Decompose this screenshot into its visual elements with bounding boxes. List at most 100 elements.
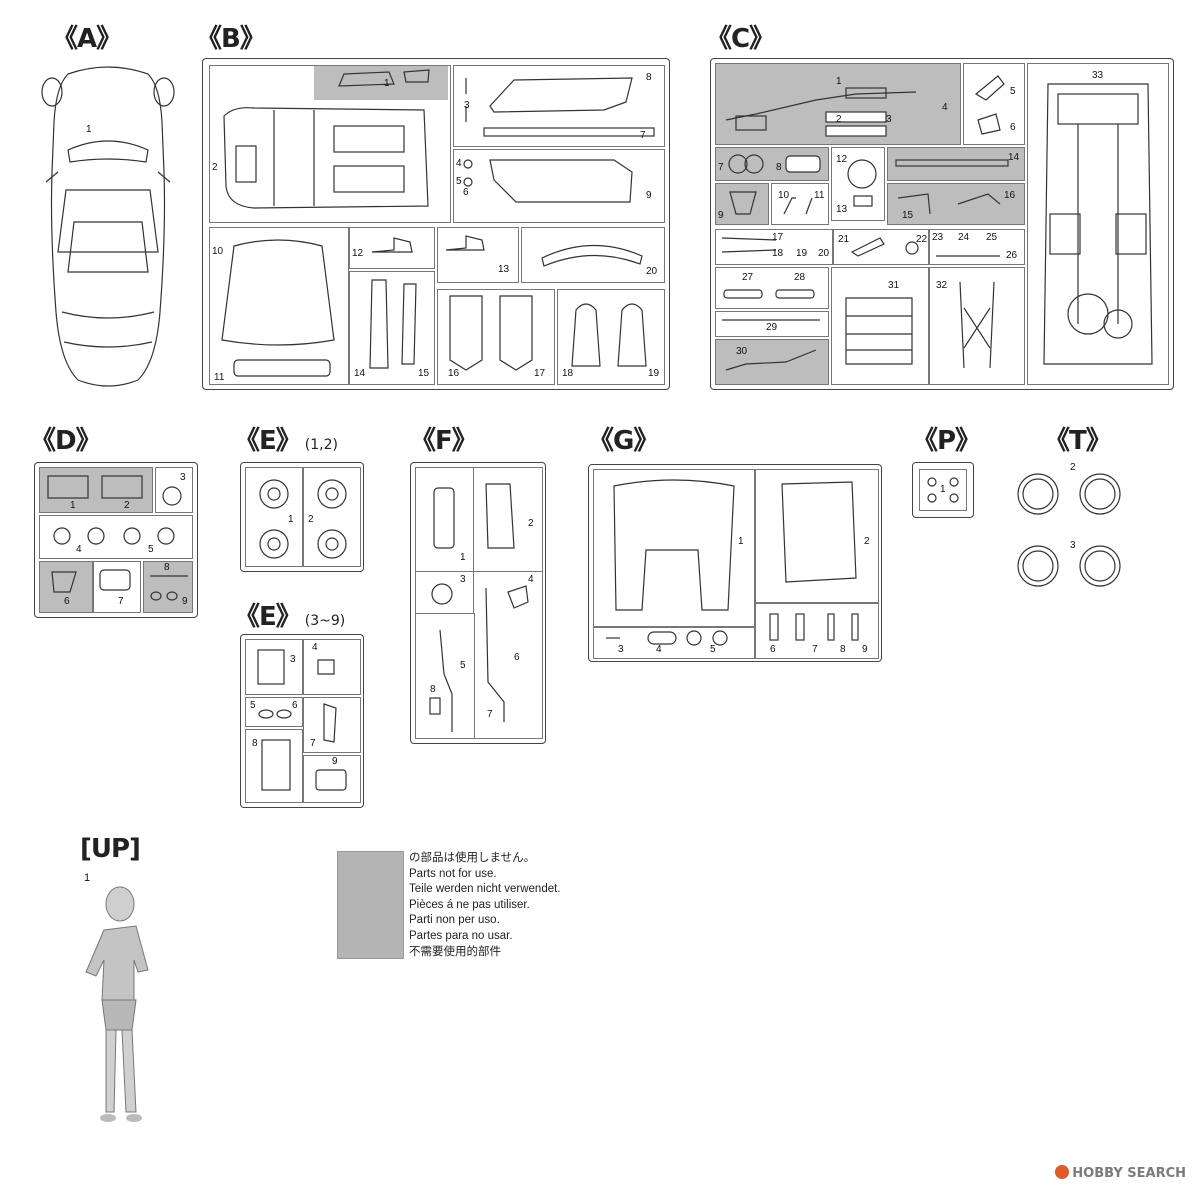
- e2-cell-5-6: 5 6: [245, 697, 303, 727]
- b-interior-tub-drawing: [223, 69, 430, 209]
- part-c11-label: 11: [814, 190, 825, 201]
- part-d1-label: 1: [70, 500, 76, 511]
- part-c1-label: 1: [836, 76, 842, 87]
- e2-cell-8: 8: [245, 729, 303, 803]
- part-f5-label: 5: [460, 660, 466, 671]
- part-d4-label: 4: [76, 544, 82, 555]
- part-c23-label: 23: [932, 232, 944, 243]
- c-part17-20-drawing: [721, 237, 777, 253]
- part-c20-label: 20: [818, 248, 830, 259]
- b-seat-backs-drawing: [571, 303, 647, 367]
- g-cell-1: 1: [593, 469, 755, 627]
- part-c30-label: 30: [736, 346, 748, 357]
- g-cell-2: 2: [755, 469, 879, 603]
- part-f6-label: 6: [514, 652, 520, 663]
- e-part3-drawing: [257, 649, 285, 685]
- legend-line-it: Parti non per uso.: [409, 914, 500, 927]
- sprue-p-frame: 1: [912, 462, 974, 518]
- c-cell-27-28: 27 28: [715, 267, 829, 309]
- part-a1-label: 1: [86, 124, 92, 135]
- g-rear-window-drawing: [781, 481, 857, 583]
- c-cell-17-20: 17 18 19 20: [715, 229, 833, 265]
- f-cell-3: 3: [415, 571, 475, 615]
- part-c15-label: 15: [902, 210, 914, 221]
- c-cell-10-11: 10 11: [771, 183, 829, 225]
- sprue-e1-label: 《E》: [234, 426, 302, 456]
- c-cell-31: 31: [831, 267, 929, 385]
- part-b8-label: 8: [646, 72, 652, 83]
- d-part1-2-unused: 1 2: [39, 467, 153, 513]
- unused-parts-swatch: [337, 851, 404, 959]
- part-e1-label: 1: [288, 514, 294, 525]
- part-c10-label: 10: [778, 190, 790, 201]
- f-cell-4-6: 4 6: [473, 571, 543, 739]
- legend-line-zh: 不需要使用的部件: [409, 945, 501, 958]
- part-d7-label: 7: [118, 596, 124, 607]
- part-f2-label: 2: [528, 518, 534, 529]
- sprue-e2-header: 《E》(3~9): [234, 596, 345, 633]
- c-cell-23-26: 23 24 25 26: [929, 229, 1025, 265]
- part-c21-label: 21: [838, 234, 850, 245]
- part-g7-label: 7: [812, 644, 818, 655]
- part-g5-label: 5: [710, 644, 716, 655]
- part-c4-label: 4: [942, 102, 948, 113]
- e2-cell-3: 3: [245, 639, 303, 695]
- e-wheel2-drawing: [317, 479, 347, 559]
- c-brace-drawing: [959, 281, 995, 369]
- b-door-panel-lower-drawing: [463, 159, 633, 203]
- c-part9-unused: 9: [715, 183, 769, 225]
- b-cell-18-19: 18 19: [557, 289, 665, 385]
- d-part7-drawing: [99, 569, 131, 591]
- part-b18-label: 18: [562, 368, 574, 379]
- c-cell-12-13: 12 13: [831, 147, 885, 221]
- part-e3-label: 3: [290, 654, 296, 665]
- d-part8-9-drawing: [150, 575, 188, 601]
- f-part5-8-drawing: [429, 629, 453, 732]
- part-e4-label: 4: [312, 642, 318, 653]
- b-cell-doorpanel-lower: 4 5 9: [453, 149, 665, 223]
- c-chassis-drawing: [1043, 83, 1153, 365]
- d-part6-drawing: [51, 571, 77, 593]
- sprue-b-header: 《B》: [196, 24, 266, 54]
- part-e5-label: 5: [250, 700, 256, 711]
- sprue-f-header: 《F》: [410, 426, 478, 456]
- part-e8-label: 8: [252, 738, 258, 749]
- part-d2-label: 2: [124, 500, 130, 511]
- c-part7-8-drawing: [728, 154, 821, 174]
- f-cell-1: 1: [415, 467, 475, 573]
- watermark-text: HOBBY SEARCH: [1072, 1166, 1186, 1181]
- part-d5-label: 5: [148, 544, 154, 555]
- part-e6-label: 6: [292, 700, 298, 711]
- b-cell-20: 20: [521, 227, 665, 283]
- part-c16-label: 16: [1004, 190, 1016, 201]
- part-g1-label: 1: [738, 536, 744, 547]
- c-part10-11-drawing: [783, 197, 813, 215]
- sprue-g-frame: 1 2 3 4 5 6 7 8 9: [588, 464, 882, 662]
- e-part7-drawing: [323, 703, 337, 743]
- part-t3-label: 3: [1070, 540, 1076, 551]
- d-cell-7: 7: [93, 561, 141, 613]
- b-cell-interior: 1 2: [209, 65, 451, 223]
- unused-parts-legend: の部品は使用しません。 Parts not for use. Teile wer…: [409, 851, 561, 960]
- legend-line-es: Partes para no usar.: [409, 929, 513, 942]
- d-part8-9-unused: 8 9: [143, 561, 193, 613]
- c-cell-29: 29: [715, 311, 829, 337]
- sprue-e1-header: 《E》(1,2): [234, 420, 338, 457]
- part-c31-label: 31: [888, 280, 900, 291]
- b-cell-14-15: 14 15: [349, 271, 435, 385]
- sprue-d-frame: 1 2 3 4 5 6 7 8 9: [34, 462, 198, 618]
- part-c2-label: 2: [836, 114, 842, 125]
- part-t2-label: 2: [1070, 462, 1076, 473]
- c-rad-drawing: [845, 297, 913, 365]
- c-cell-chassis: 33: [1027, 63, 1169, 385]
- b-cell-doorpanel-upper: 3 8 7: [453, 65, 665, 147]
- e2-cell-7: 7: [303, 697, 361, 753]
- e1-cell-1: 1: [245, 467, 303, 567]
- part-b20-label: 20: [646, 266, 658, 277]
- c-part21-22-drawing: [850, 237, 919, 257]
- part-c5-label: 5: [1010, 86, 1016, 97]
- part-b1-label: 1: [384, 78, 390, 89]
- sprue-c-header: 《C》: [706, 24, 775, 54]
- c-part23-26-drawing: [936, 255, 1000, 257]
- part-g4-label: 4: [656, 644, 662, 655]
